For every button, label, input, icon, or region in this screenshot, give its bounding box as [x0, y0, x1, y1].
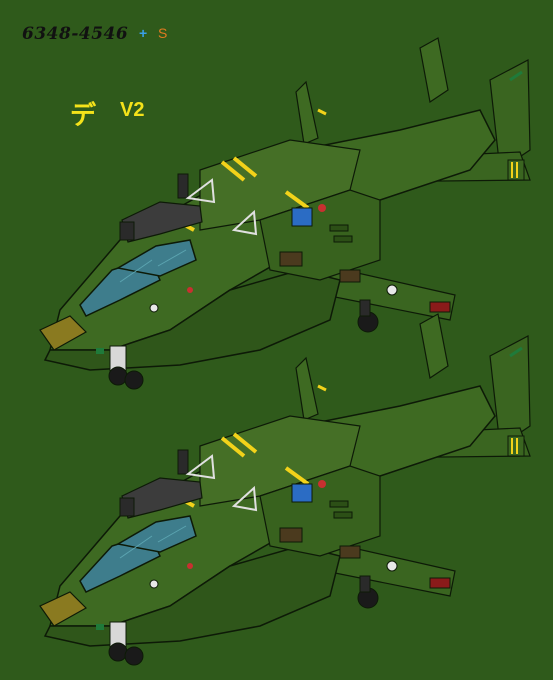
- s-label: S: [158, 25, 168, 41]
- plus-label: +: [139, 25, 148, 41]
- kana-label: デ: [70, 101, 97, 131]
- code-label: 6348-4546: [22, 24, 129, 44]
- aircraft-drawing-top: [38, 36, 532, 391]
- version-label: V2: [120, 99, 145, 121]
